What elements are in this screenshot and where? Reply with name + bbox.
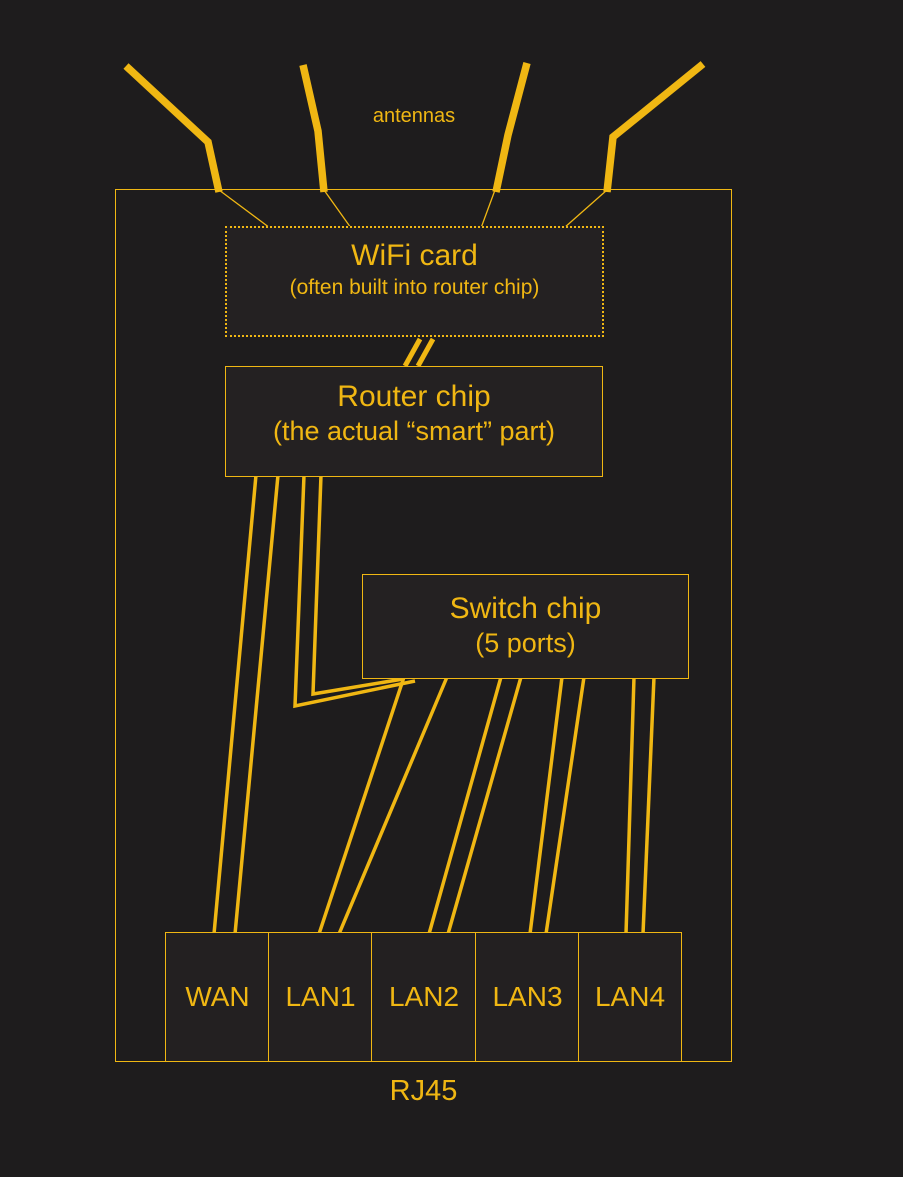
router-wan-trace xyxy=(212,474,280,935)
antenna-lines xyxy=(123,61,706,193)
router-switch-trace xyxy=(293,474,416,709)
wifi-router-link xyxy=(402,337,436,368)
port-lan3-label: LAN3 xyxy=(492,981,563,1012)
switch-lan3-trace-line-2 xyxy=(544,676,586,935)
switch-chip-subtitle: (5 ports) xyxy=(475,628,576,658)
router-wan-trace-line-1 xyxy=(212,474,258,935)
router-chip-box: Router chip (the actual “smart” part) xyxy=(225,366,603,477)
router-wan-trace-line-2 xyxy=(233,474,280,935)
switch-lan1-trace-line-1 xyxy=(317,676,406,935)
antennas-label: antennas xyxy=(372,105,456,127)
router-switch-trace-line-1 xyxy=(293,474,416,709)
port-lan4-label: LAN4 xyxy=(594,981,666,1012)
port-lan2-label: LAN2 xyxy=(388,981,460,1012)
switch-chip-title: Switch chip xyxy=(449,592,602,625)
antenna-feed-2 xyxy=(323,189,352,229)
antenna-feed-1 xyxy=(218,189,271,229)
switch-lan4-trace-line-1 xyxy=(624,676,636,935)
antenna-feed-4 xyxy=(563,189,608,229)
switch-lan1-trace-line-2 xyxy=(337,676,449,935)
switch-lan3-trace-line-1 xyxy=(528,676,564,935)
antenna-1-line xyxy=(123,63,223,193)
wifi-card-subtitle: (often built into router chip) xyxy=(289,276,540,299)
router-chip-subtitle: (the actual “smart” part) xyxy=(272,416,556,446)
switch-lan-traces xyxy=(317,676,656,935)
wifi-card-title: WiFi card xyxy=(351,239,478,272)
antenna-feed-lines xyxy=(218,189,608,229)
switch-lan2-trace-line-2 xyxy=(446,676,523,935)
antenna-2-line xyxy=(299,64,328,193)
port-lan2: LAN2 xyxy=(371,932,477,1062)
router-chip-title: Router chip xyxy=(337,380,491,413)
switch-lan4-trace-line-2 xyxy=(641,676,656,935)
port-lan3: LAN3 xyxy=(475,932,580,1062)
wifi-card-box: WiFi card (often built into router chip) xyxy=(225,226,604,337)
wifi-router-link-line-1 xyxy=(402,337,423,368)
antenna-3-line xyxy=(492,62,531,193)
port-lan1-label: LAN1 xyxy=(285,981,356,1012)
router-switch-trace-line-2 xyxy=(311,474,404,697)
rj45-label: RJ45 xyxy=(389,1075,458,1107)
antenna-4-line xyxy=(603,61,706,193)
port-lan4: LAN4 xyxy=(578,932,682,1062)
switch-lan2-trace-line-1 xyxy=(427,676,503,935)
wifi-router-link-line-2 xyxy=(415,337,436,368)
port-lan1: LAN1 xyxy=(268,932,373,1062)
port-wan-label: WAN xyxy=(185,981,250,1012)
antenna-feed-3 xyxy=(480,189,496,229)
switch-chip-box: Switch chip (5 ports) xyxy=(362,574,689,679)
port-wan: WAN xyxy=(165,932,270,1062)
